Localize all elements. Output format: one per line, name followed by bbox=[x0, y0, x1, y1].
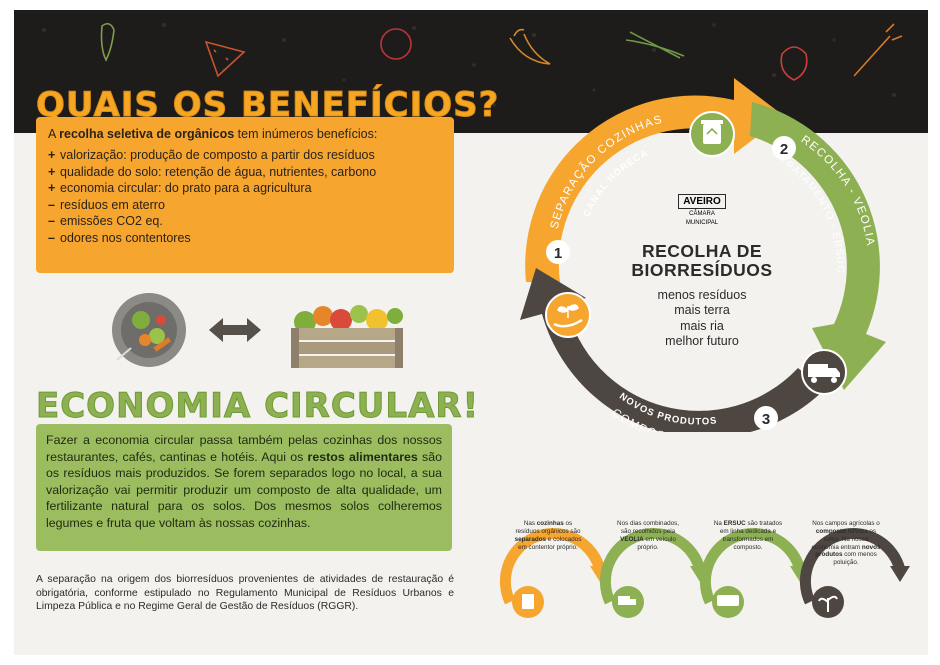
process-steps bbox=[499, 527, 910, 618]
badge-3 bbox=[754, 406, 778, 430]
economy-box: Fazer a economia circular passa também p… bbox=[36, 424, 452, 551]
benefits-list: +valorização: produção de composto a par… bbox=[48, 148, 442, 245]
step-3-text: Na ERSUC são tratados em linha dedicada … bbox=[713, 520, 783, 551]
step-4-text: Nos campos agrícolas o composto fertiliz… bbox=[811, 520, 881, 567]
leek-icon bbox=[625, 31, 685, 59]
regulation-note: A separação na origem dos biorresíduos p… bbox=[36, 574, 454, 613]
step-1-text: Nas cozinhas os resíduos orgânicos são s… bbox=[514, 520, 582, 551]
double-arrow-icon bbox=[209, 318, 261, 342]
brown-arc bbox=[520, 268, 824, 432]
step-bin-icon bbox=[512, 586, 544, 618]
carrot-icon bbox=[853, 23, 903, 77]
step-4-arc bbox=[799, 527, 910, 605]
crate-icon bbox=[291, 305, 403, 368]
list-item: +qualidade do solo: retenção de água, nu… bbox=[48, 164, 377, 179]
infographic-page: QUAIS OS BENEFÍCIOS? A recolha seletiva … bbox=[14, 10, 928, 655]
benefits-intro: A recolha seletiva de orgânicos tem inúm… bbox=[48, 127, 378, 141]
list-item: +economia circular: do prato para a agri… bbox=[48, 181, 312, 195]
hand-plant-icon bbox=[545, 292, 591, 338]
step-train-icon bbox=[712, 586, 744, 618]
step-2-text: Nos dias combinados, são recolhidos pela… bbox=[617, 520, 679, 551]
step-truck-icon bbox=[612, 586, 644, 618]
cycle-title: RECOLHA DE BIORRESÍDUOS bbox=[631, 241, 773, 281]
benefits-box: A recolha seletiva de orgânicos tem inúm… bbox=[36, 117, 454, 273]
badge-2-number: 2 bbox=[780, 141, 788, 158]
list-item: –odores nos contentores bbox=[48, 230, 191, 245]
food-doodles bbox=[100, 22, 903, 81]
aveiro-logo: AVEIRO CÂMARA MUNICIPAL bbox=[678, 194, 726, 226]
tomato-icon bbox=[380, 28, 412, 60]
list-item: –resíduos em aterro bbox=[48, 197, 165, 212]
plate-icon bbox=[112, 293, 186, 367]
plate-crate-illustration bbox=[112, 293, 403, 368]
badge-1 bbox=[546, 240, 570, 264]
pizza-icon bbox=[204, 40, 246, 78]
list-item: –emissões CO2 eq. bbox=[48, 214, 163, 228]
green-arc bbox=[750, 102, 886, 390]
list-item: +valorização: produção de composto a par… bbox=[48, 148, 375, 162]
step-plant-icon bbox=[812, 586, 844, 618]
banana-icon bbox=[509, 28, 551, 65]
cycle-diagram: SEPARAÇÃO COZINHAS CANAL HORECA RECOLHA … bbox=[520, 78, 886, 432]
badge-3-number: 3 bbox=[762, 411, 770, 428]
badge-1-number: 1 bbox=[554, 245, 562, 262]
badge-2 bbox=[772, 136, 796, 160]
slogan: menos resíduos mais terra mais ria melho… bbox=[657, 288, 747, 348]
cucumber-icon bbox=[100, 22, 115, 62]
recycle-bin-icon bbox=[689, 111, 735, 157]
economy-title: ECONOMIA CIRCULAR! bbox=[35, 386, 480, 427]
economy-text: Fazer a economia circular passa também p… bbox=[46, 433, 443, 530]
truck-icon bbox=[801, 349, 847, 395]
strawberry-icon bbox=[780, 46, 808, 81]
